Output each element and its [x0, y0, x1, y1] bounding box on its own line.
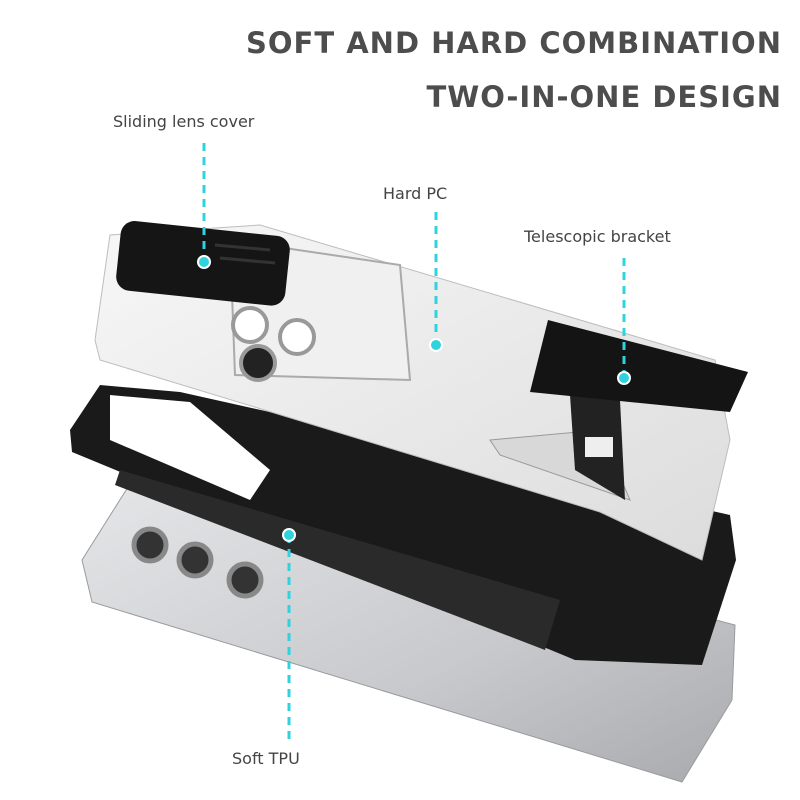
headline-line-1: SOFT AND HARD COMBINATION — [246, 26, 782, 60]
soft-tpu-case — [70, 385, 736, 665]
camera-lens-icon — [226, 561, 264, 599]
callout-lines — [202, 143, 626, 742]
label-sliding-lens-cover: Sliding lens cover — [113, 112, 255, 131]
label-soft-tpu: Soft TPU — [232, 749, 300, 768]
callout-dot — [282, 528, 296, 542]
label-hard-pc: Hard PC — [383, 184, 448, 203]
callout-dot — [617, 371, 631, 385]
phone-body — [81, 467, 736, 783]
callout-dot — [197, 255, 211, 269]
callout-dot — [429, 338, 443, 352]
telescopic-bracket — [530, 320, 748, 500]
label-telescopic-bracket: Telescopic bracket — [524, 227, 671, 246]
camera-lens-icon — [131, 526, 169, 564]
camera-lens-icon — [176, 541, 214, 579]
headline-line-2: TWO-IN-ONE DESIGN — [426, 80, 782, 114]
